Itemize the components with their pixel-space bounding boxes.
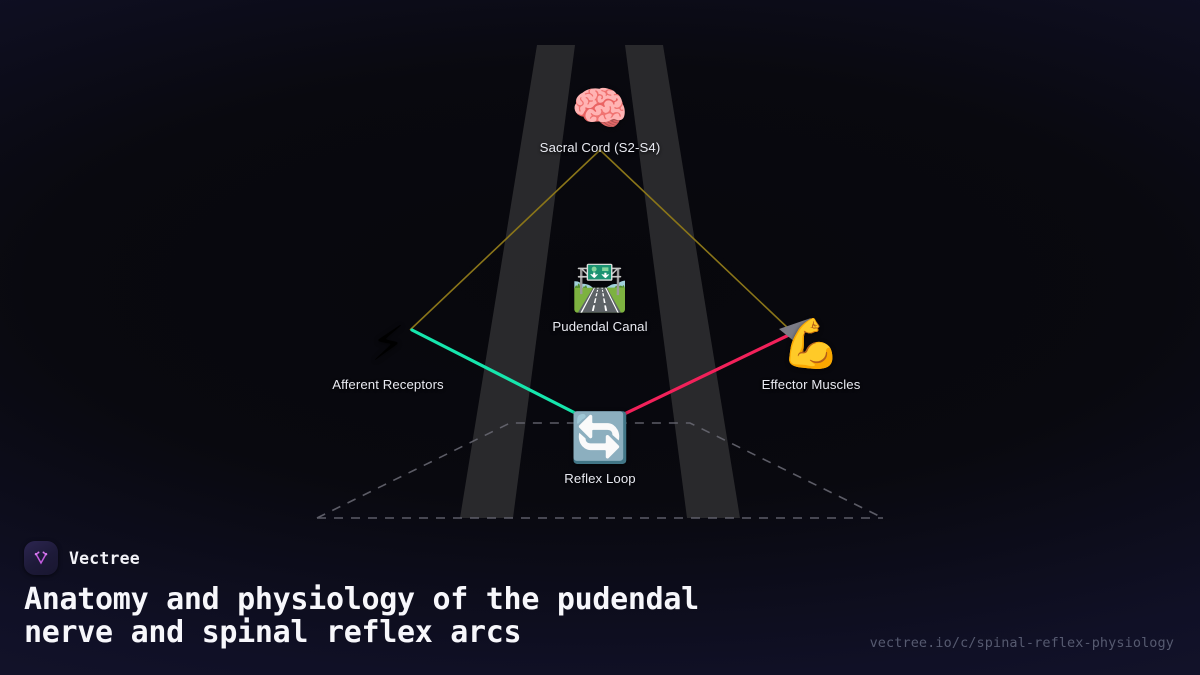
- diagram-node-afferent[interactable]: ⚡ Afferent Receptors: [332, 320, 444, 392]
- deck-url: vectree.io/c/spinal-reflex-physiology: [869, 635, 1174, 651]
- brand[interactable]: Vectree: [24, 541, 140, 575]
- vectree-glyph: [34, 551, 48, 565]
- diagram-svg: [316, 45, 884, 519]
- dashed-trapezoid-decor: [316, 422, 884, 519]
- diagram-node-effector[interactable]: 💪 Effector Muscles: [762, 320, 861, 392]
- edge-reflex-effector: [616, 331, 795, 419]
- diagram-node-label: Pudendal Canal: [552, 319, 648, 334]
- brain-icon: 🧠: [571, 81, 629, 135]
- diagram-node-label: Effector Muscles: [761, 377, 861, 392]
- page-title: Anatomy and physiology of the pudendal n…: [24, 582, 699, 650]
- diagram-node-label: Sacral Cord (S2-S4): [539, 140, 661, 155]
- edge-arrowhead-icon: [779, 318, 811, 342]
- motorway-icon: 🛣️: [571, 260, 629, 314]
- diagram-canvas: 🧠 Sacral Cord (S2-S4) 🛣️ Pudendal Canal …: [316, 45, 884, 519]
- high-voltage-icon: ⚡: [371, 316, 405, 372]
- arrows-loop-icon: 🔄: [570, 410, 630, 466]
- diagram-edges: [409, 149, 811, 419]
- diagram-node-canal[interactable]: 🛣️ Pudendal Canal: [552, 264, 647, 334]
- diagram-node-label: Afferent Receptors: [332, 377, 444, 392]
- diagram-node-reflex[interactable]: 🔄 Reflex Loop: [564, 414, 635, 486]
- edge-sacral-effector: [599, 149, 791, 331]
- vectree-tree-icon: [24, 541, 58, 575]
- brand-name: Vectree: [69, 548, 140, 568]
- funnel-decor: [460, 45, 740, 518]
- footer: Vectree Anatomy and physiology of the pu…: [0, 535, 1200, 675]
- edge-sacral-afferent: [409, 149, 601, 331]
- diagram-node-label: Reflex Loop: [564, 471, 636, 486]
- diagram-node-sacral[interactable]: 🧠 Sacral Cord (S2-S4): [540, 85, 661, 155]
- edge-afferent-reflex: [410, 328, 585, 419]
- flexed-biceps-icon: 💪: [781, 316, 841, 372]
